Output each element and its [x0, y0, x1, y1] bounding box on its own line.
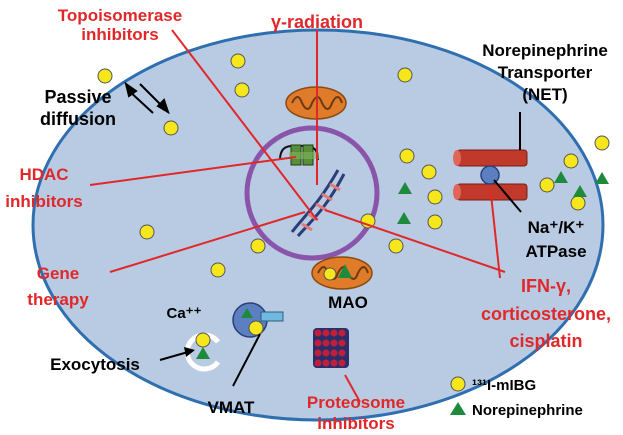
legend-mibg-swatch	[450, 376, 466, 392]
vmat-vesicle	[232, 302, 284, 338]
mitochondrion-mao	[311, 256, 373, 290]
proteasome-icon	[313, 328, 349, 368]
label-vmat: VMAT	[208, 398, 256, 417]
label-net: (NET)	[522, 85, 567, 104]
label-ifn-gamma: IFN-γ,	[521, 276, 571, 296]
dna-helix-icon	[290, 169, 346, 237]
annotation-lines	[89, 29, 522, 403]
label-gamma-radiation: γ-radiation	[271, 12, 363, 32]
atpase-pump	[480, 165, 500, 185]
nucleus	[244, 125, 380, 261]
label-exocytosis: Exocytosis	[50, 355, 140, 374]
net-transporter	[453, 149, 528, 201]
label-proteosome: Proteosome	[307, 393, 405, 412]
label-hdac: HDAC	[19, 165, 68, 184]
legend: ¹³¹I-mIBG Norepinephrine	[450, 376, 583, 419]
legend-mibg-label: ¹³¹I-mIBG	[472, 377, 536, 394]
legend-norepinephrine-label: Norepinephrine	[472, 402, 583, 419]
label-calcium: Ca⁺⁺	[166, 305, 201, 322]
label-na-k: Na⁺/K⁺	[528, 218, 585, 237]
label-proteosome-inhibitors: inhibitors	[317, 414, 394, 433]
label-corticosterone: corticosterone,	[481, 304, 611, 324]
label-diffusion: diffusion	[40, 109, 116, 129]
label-gene: Gene	[37, 264, 80, 283]
label-hdac-inhibitors: inhibitors	[5, 192, 82, 211]
norepinephrine-molecules	[397, 171, 609, 224]
label-passive: Passive	[44, 87, 111, 107]
legend-norepinephrine-swatch	[450, 402, 466, 415]
label-mao: MAO	[328, 293, 368, 312]
label-norepinephrine-transporter-2: Transporter	[498, 63, 593, 82]
label-gene-therapy: therapy	[27, 290, 89, 309]
label-norepinephrine-transporter-1: Norepinephrine	[482, 41, 608, 60]
passive-diffusion-arrows-icon	[124, 81, 170, 115]
label-topoisomerase-inhibitors: inhibitors	[81, 25, 158, 44]
label-topoisomerase: Topoisomerase	[58, 6, 182, 25]
label-cisplatin: cisplatin	[509, 331, 582, 351]
label-atpase: ATPase	[525, 242, 586, 261]
mibg-molecules	[97, 53, 610, 278]
